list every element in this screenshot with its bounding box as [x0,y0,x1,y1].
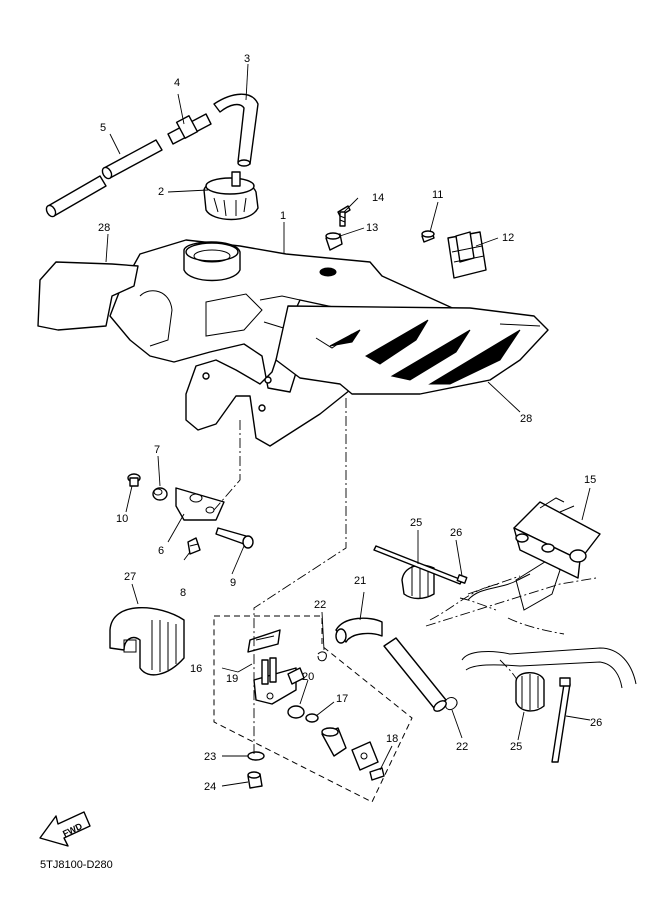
joint-part-4 [167,113,212,145]
band-part-26-lower [551,677,571,763]
callout-25a: 25 [410,517,422,529]
callout-12: 12 [502,232,514,244]
callout-21: 21 [354,575,366,587]
callout-labels: 1 2 3 4 5 6 7 8 9 10 11 12 13 14 15 16 1… [98,53,602,793]
callout-7: 7 [154,444,160,456]
callout-28a: 28 [98,222,110,234]
callout-5: 5 [100,122,106,134]
callout-13: 13 [366,222,378,234]
callout-2: 2 [158,186,164,198]
callout-4: 4 [174,77,180,89]
protector-part-25-lower [515,672,545,712]
o-ring-part-20 [287,705,305,719]
fuel-hose-part-21 [335,617,447,712]
fuel-hose-part-5 [45,139,163,218]
callout-14: 14 [372,192,384,204]
clip-part-22-right [445,697,458,711]
callout-24: 24 [204,781,216,793]
bolt-part-10 [127,473,141,487]
leader-lines [105,63,591,787]
callout-17: 17 [336,693,348,705]
clip-part-22-left [317,651,327,662]
callout-23: 23 [204,751,216,763]
callout-25b: 25 [510,741,522,753]
callout-20: 20 [302,671,314,683]
callout-1: 1 [280,210,286,222]
callout-8: 8 [180,587,186,599]
clip-part-12 [447,231,487,279]
protector-part-25-upper [401,564,435,600]
filter-part-19 [247,629,281,653]
fuel-cock-body [253,657,305,705]
bolt-part-11 [421,230,435,243]
fuel-cap-part-2 [203,171,259,221]
callout-3: 3 [244,53,250,65]
callout-28b: 28 [520,413,532,425]
stay-part-6 [175,487,225,521]
washer-part-23 [247,751,265,761]
collar-part-7 [152,487,168,501]
band-part-26-upper [373,545,468,585]
frame-outline [425,559,637,695]
callout-27: 27 [124,571,136,583]
callout-15: 15 [584,474,596,486]
callout-19: 19 [226,673,238,685]
protector-part-27 [109,606,185,676]
bolt-part-8 [187,537,201,555]
diagram-code: 5TJ8100-D280 [40,859,113,871]
tank-side-cover-left-part-28 [37,261,139,331]
grommet-part-13 [325,232,343,251]
callout-10: 10 [116,513,128,525]
callout-9: 9 [230,577,236,589]
callout-16: 16 [190,663,202,675]
o-ring-part-17 [305,713,319,723]
fwd-arrow-icon: FWD [39,811,91,847]
callout-26a: 26 [450,527,462,539]
lever-part [321,727,347,757]
bolt-part-14 [337,205,351,227]
plate-part [351,741,379,771]
callout-22a: 22 [314,599,326,611]
bolt-part-9 [215,527,254,549]
callout-22b: 22 [456,741,468,753]
fuel-tank-part-1 [109,239,471,447]
callout-26b: 26 [590,717,602,729]
fuel-cock-assembly-part-16 [213,615,413,803]
breather-hose-part-3 [213,93,259,167]
callout-18: 18 [386,733,398,745]
tank-side-cover-right-part-28 [275,305,549,395]
mount-part-15 [513,497,601,579]
callout-11: 11 [432,189,443,201]
drain-bolt-part-24 [247,771,263,789]
callout-6: 6 [158,545,164,557]
screw-part-18 [369,767,385,781]
